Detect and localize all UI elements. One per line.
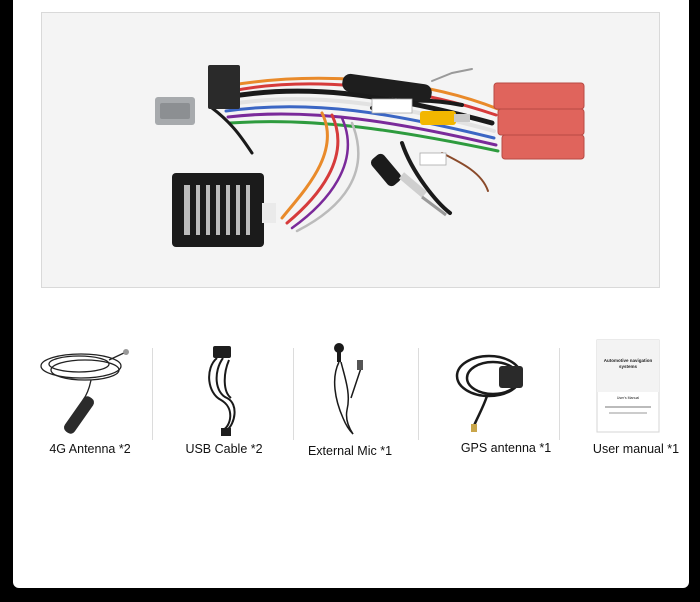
user-manual-icon	[596, 339, 660, 433]
accessory-gps-antenna: GPS antenna *1	[447, 338, 565, 464]
accessory-external-mic: External Mic *1	[291, 338, 409, 464]
gps-antenna-icon	[455, 354, 523, 432]
accessory-4g-antenna: 4G Antenna *2	[31, 338, 149, 464]
accessory-user-manual: Automotive navigation systems User's Man…	[577, 338, 695, 464]
usb-cable-icon	[208, 346, 236, 436]
divider	[418, 348, 419, 440]
accessory-label: User manual *1	[592, 442, 680, 456]
accessory-label: 4G Antenna *2	[49, 442, 131, 456]
divider	[152, 348, 153, 440]
fm-antenna-plug	[370, 153, 447, 217]
divider	[293, 348, 294, 440]
wiring-harness-illustration	[42, 13, 659, 287]
external-mic-icon	[333, 343, 363, 435]
harness-photo-frame	[41, 12, 660, 288]
decoder-box	[172, 173, 276, 247]
accessory-usb-cable: USB Cable *2	[165, 338, 283, 464]
manual-cover-subtitle: User's Manual	[616, 396, 640, 400]
accessory-label: GPS antenna *1	[460, 441, 552, 455]
4g-antenna-icon	[40, 349, 129, 434]
accessory-label: USB Cable *2	[185, 442, 263, 456]
product-card: 4G Antenna *2 USB Cable *2	[13, 0, 689, 588]
accessory-label: External Mic *1	[307, 444, 393, 458]
manual-cover-title: Automotive navigation systems	[603, 358, 653, 369]
divider	[559, 348, 560, 440]
